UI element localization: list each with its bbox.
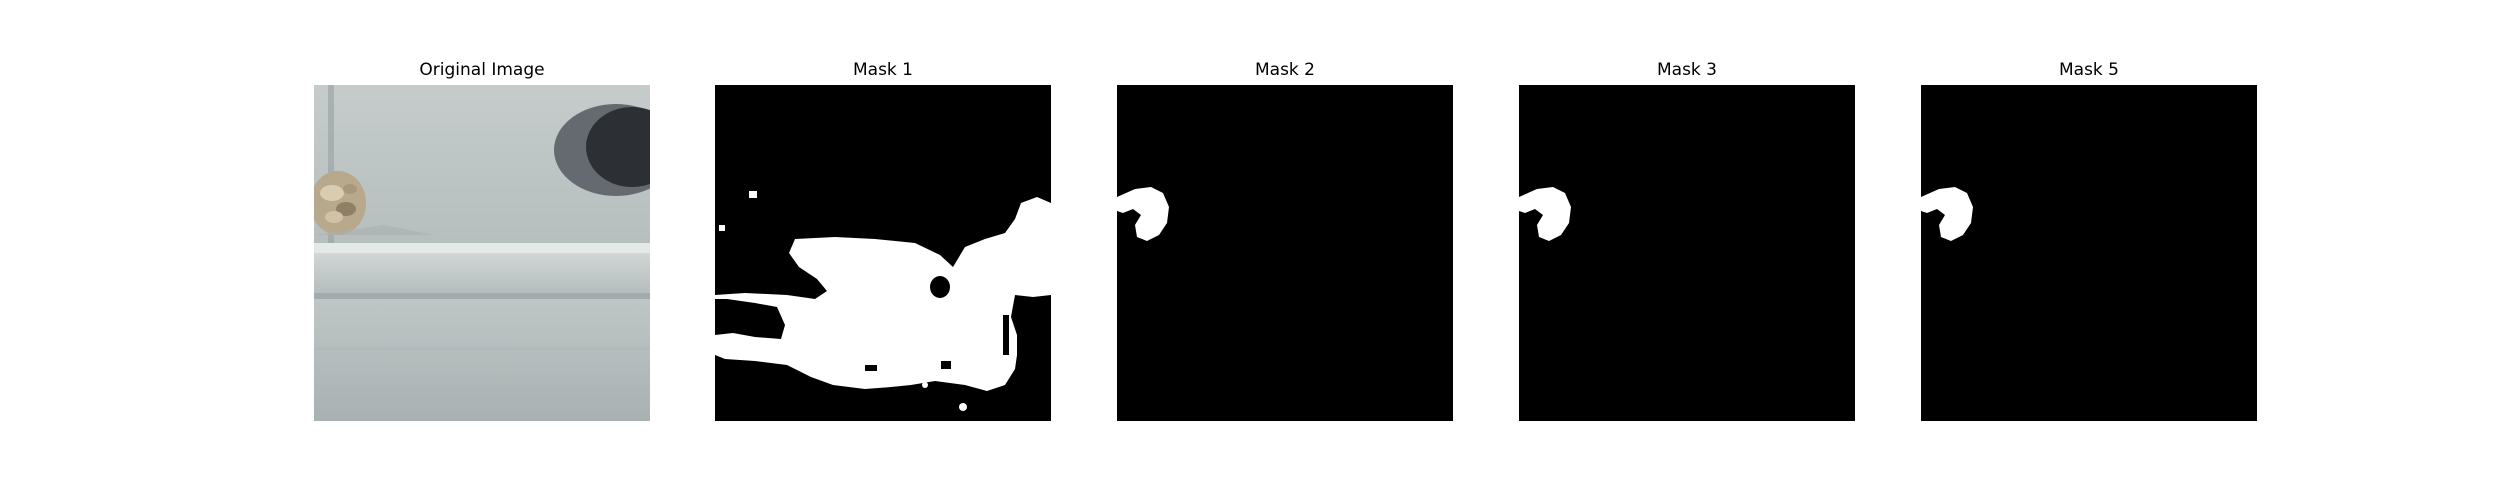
mask-5-image xyxy=(1921,85,2257,421)
panel-title-mask-2: Mask 2 xyxy=(1254,60,1315,80)
mask-3-image xyxy=(1519,85,1855,421)
original-image xyxy=(314,85,650,421)
mask-2-image xyxy=(1117,85,1453,421)
mask-2-region xyxy=(1117,187,1169,241)
panel-title-mask-5: Mask 5 xyxy=(2058,60,2119,80)
mask-1-image xyxy=(715,85,1051,421)
nest-object xyxy=(314,171,366,235)
mask-1-region xyxy=(715,191,1051,411)
panel-title-original: Original Image xyxy=(419,60,545,80)
panel-title-mask-3: Mask 3 xyxy=(1656,60,1717,80)
mask-3-region xyxy=(1519,187,1571,241)
mask-5-region xyxy=(1921,187,1973,241)
panel-title-mask-1: Mask 1 xyxy=(852,60,913,80)
